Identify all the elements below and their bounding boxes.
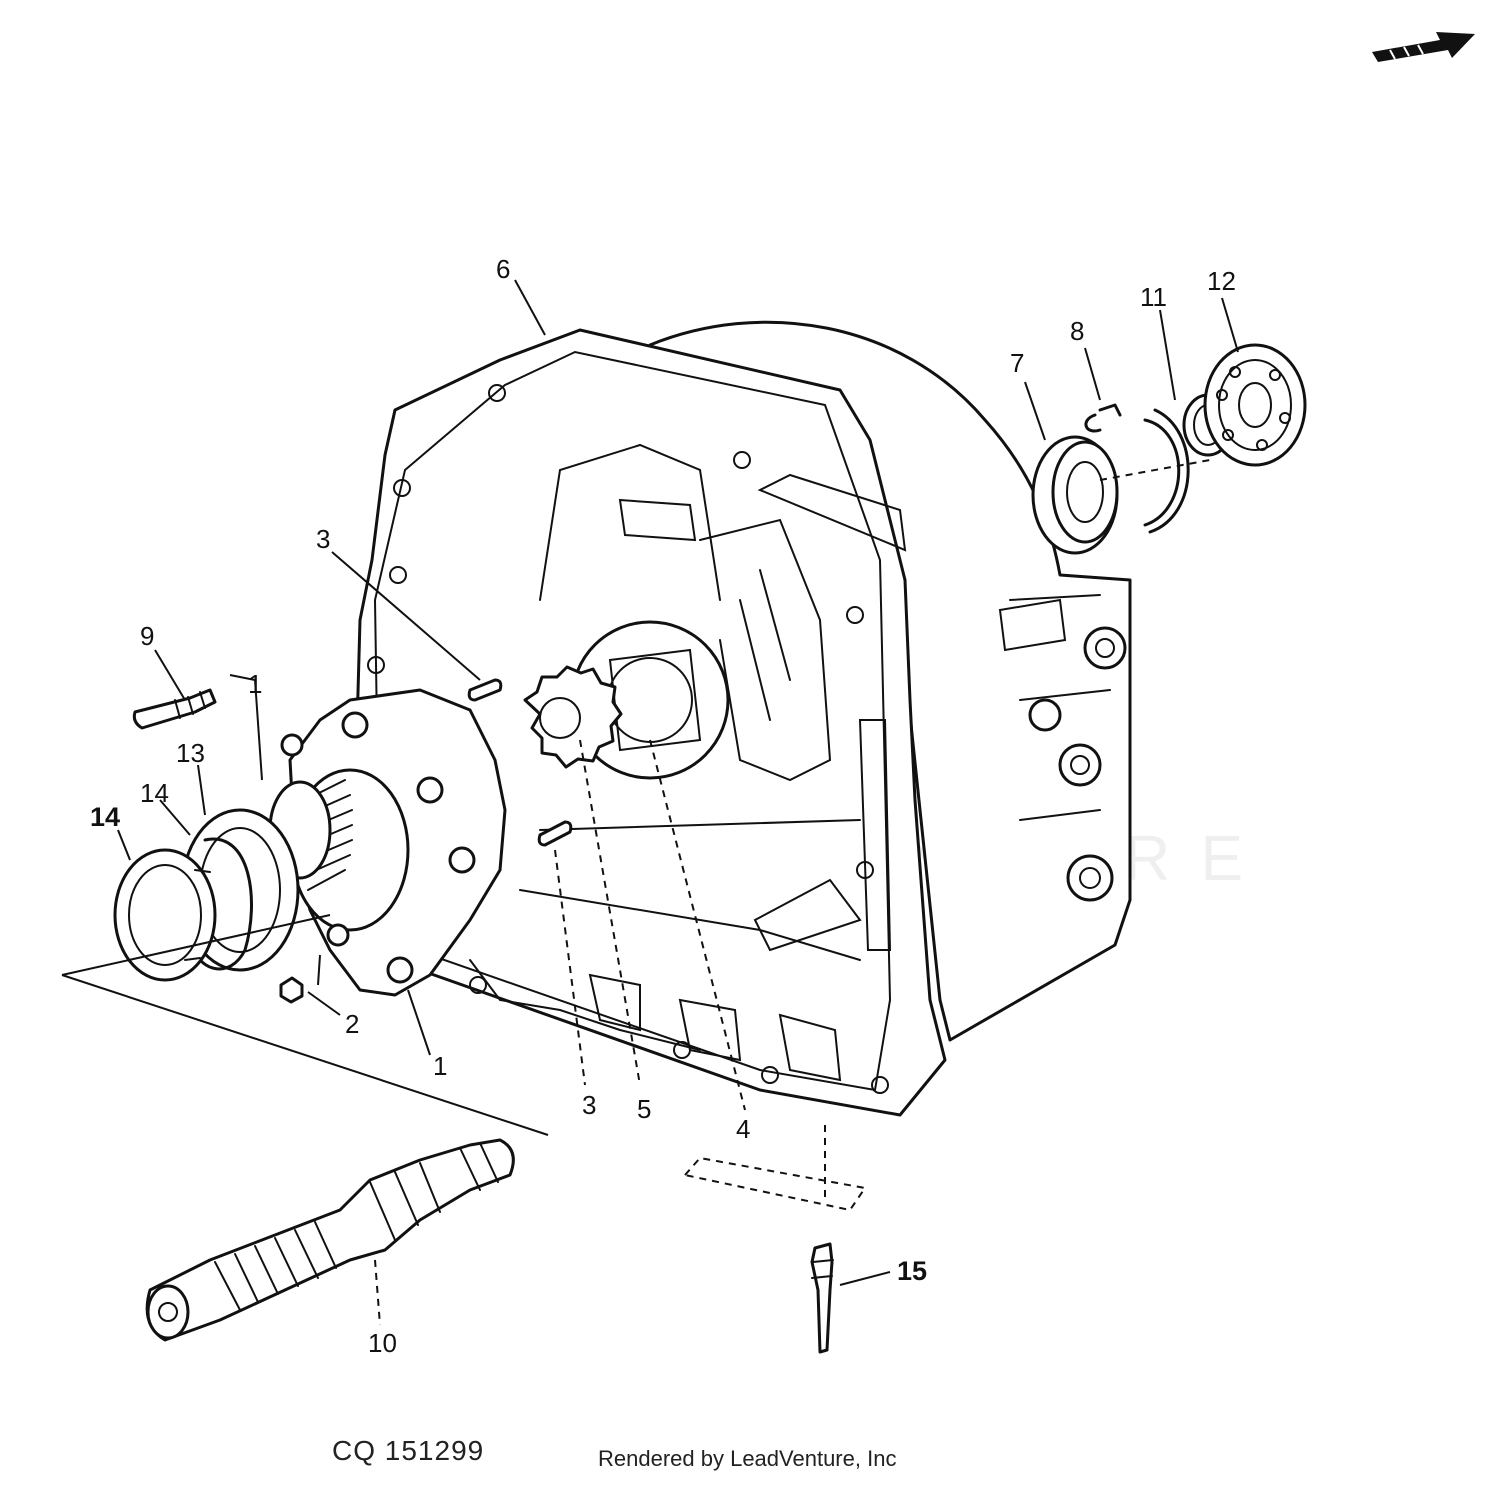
callout-8: 8 bbox=[1070, 316, 1084, 346]
rear-bearing bbox=[1203, 343, 1307, 467]
retaining-ring bbox=[1143, 408, 1190, 534]
callout-4: 4 bbox=[736, 1114, 750, 1144]
snap-ring bbox=[1084, 403, 1122, 433]
nut bbox=[279, 976, 304, 1004]
callout-5: 5 bbox=[637, 1094, 651, 1124]
drain-plug-outline bbox=[683, 1156, 867, 1212]
callout-10: 10 bbox=[368, 1328, 397, 1358]
callout-14-inner: 14 bbox=[140, 778, 169, 808]
callout-labels: 1 1 2 3 3 4 5 6 7 8 9 10 11 12 13 14 14 … bbox=[90, 254, 1236, 1358]
callout-3-lower: 3 bbox=[582, 1090, 596, 1120]
leader-lines bbox=[117, 279, 1239, 1326]
callout-13: 13 bbox=[176, 738, 205, 768]
callout-14-outer: 14 bbox=[90, 802, 120, 832]
pinion-gear bbox=[523, 665, 623, 769]
transmission-housing bbox=[353, 320, 1132, 1117]
callout-3-upper: 3 bbox=[316, 524, 330, 554]
dowel-pin-upper bbox=[467, 678, 503, 702]
callout-11: 11 bbox=[1140, 282, 1167, 312]
pin bbox=[810, 1242, 834, 1354]
callout-7: 7 bbox=[1010, 348, 1024, 378]
dowel-pin-lower bbox=[537, 820, 573, 847]
input-shaft bbox=[145, 1138, 515, 1342]
callout-1-lower: 1 bbox=[433, 1051, 447, 1081]
figure-id: CQ 151299 bbox=[332, 1435, 485, 1466]
callout-2: 2 bbox=[345, 1009, 359, 1039]
cap-screw bbox=[132, 688, 217, 730]
direction-arrow-icon bbox=[1372, 32, 1475, 62]
bearing-cover-assembly bbox=[268, 688, 507, 997]
callout-1-upper: 1 bbox=[248, 669, 262, 699]
snap-ring-inner bbox=[193, 837, 254, 971]
bearing bbox=[1031, 435, 1119, 555]
snap-ring-outer bbox=[113, 848, 217, 982]
callout-9: 9 bbox=[140, 621, 154, 651]
callout-6: 6 bbox=[496, 254, 510, 284]
callout-15: 15 bbox=[897, 1256, 927, 1286]
callout-12: 12 bbox=[1207, 266, 1236, 296]
render-credit: Rendered by LeadVenture, Inc bbox=[598, 1446, 897, 1471]
